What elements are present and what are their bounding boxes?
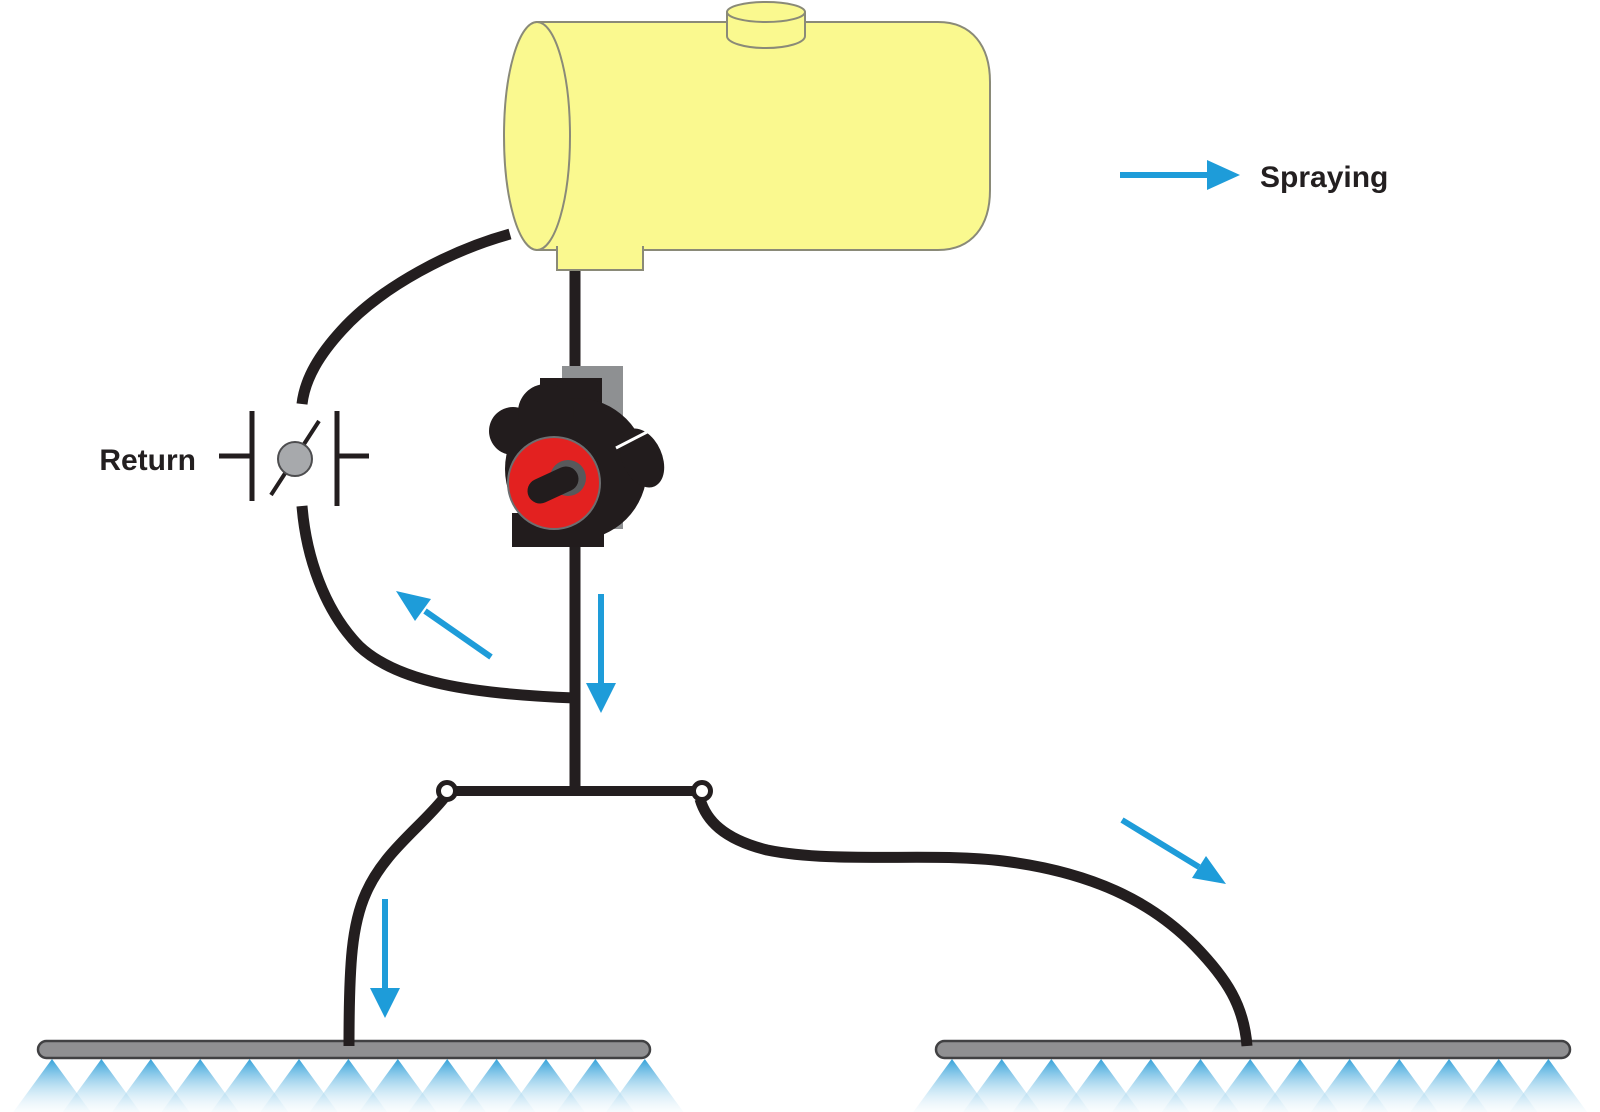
feed-flow-arrow — [586, 594, 616, 713]
pipe-coupling-right — [691, 780, 713, 802]
tank-outlet-flange — [557, 244, 643, 270]
spray-cone — [1112, 1059, 1190, 1112]
return-flow-arrow — [396, 591, 493, 660]
valve-ball — [277, 441, 313, 477]
legend-spray-arrow — [1120, 160, 1240, 190]
spray-cone — [1410, 1059, 1488, 1112]
spray-cone — [507, 1059, 585, 1112]
spray-cone — [1360, 1059, 1438, 1112]
right-branch-flow-arrow — [1120, 817, 1226, 884]
tank-filler-cap — [726, 1, 806, 49]
arrow-head — [370, 988, 400, 1018]
spray-cone — [1310, 1059, 1389, 1112]
spray-pattern-left — [13, 1059, 684, 1112]
spray-cone — [161, 1059, 239, 1112]
return-pipe-lower — [296, 505, 576, 704]
pump-lobe-right — [619, 428, 665, 488]
tank-end-cap — [503, 21, 571, 251]
filler-cap-side-edges — [726, 12, 806, 36]
right-boom-feed-pipe — [694, 797, 1253, 1047]
spray-cone — [1460, 1059, 1538, 1112]
tank-body — [536, 21, 991, 251]
left-branch-flow-arrow — [370, 899, 400, 1018]
return-valve — [219, 411, 369, 506]
spray-cone — [112, 1059, 190, 1112]
spray-cone — [1261, 1059, 1339, 1112]
pump-lobe-top — [518, 384, 574, 440]
spray-cone — [1161, 1059, 1240, 1112]
spray-cone — [408, 1059, 486, 1112]
pipe-coupling-left — [436, 780, 458, 802]
spray-cone — [457, 1059, 536, 1112]
spray-cone — [62, 1059, 141, 1112]
flow-arrows — [370, 160, 1240, 1018]
spray-cone — [210, 1059, 289, 1112]
spray-cone — [13, 1059, 91, 1112]
arrow-head — [1207, 160, 1240, 190]
spray-cone — [1062, 1059, 1140, 1112]
arrow-shaft — [1120, 817, 1201, 870]
tank-outlet-flange-edge — [556, 246, 644, 271]
spray-cone — [606, 1059, 684, 1112]
spraying-label: Spraying — [1260, 161, 1388, 194]
arrow-head — [1192, 856, 1226, 884]
spray-cone — [963, 1059, 1041, 1112]
pump-highlight — [615, 428, 652, 450]
spray-cone — [260, 1059, 338, 1112]
spray-cone — [1211, 1059, 1289, 1112]
arrow-head — [396, 591, 431, 621]
spray-cone — [1509, 1059, 1588, 1112]
tank — [503, 1, 991, 271]
valve-port-left — [219, 411, 255, 501]
arrow-shaft — [423, 608, 493, 660]
pump-shaft — [527, 466, 579, 504]
arrow-head — [586, 683, 616, 713]
pump — [489, 366, 665, 547]
spray-boom-right — [934, 1039, 1572, 1060]
return-label: Return — [99, 444, 196, 477]
spray-pattern-right — [913, 1059, 1588, 1112]
piping — [296, 228, 1253, 1047]
spray-cone — [359, 1059, 437, 1112]
spray-cone — [556, 1059, 635, 1112]
spray-cone — [1012, 1059, 1091, 1112]
spray-cone — [309, 1059, 388, 1112]
return-pipe-upper — [296, 228, 512, 405]
valve-port-right — [334, 411, 369, 506]
spray-cone — [913, 1059, 991, 1112]
left-boom-feed-pipe — [343, 794, 449, 1047]
filler-cap-top — [726, 1, 806, 23]
